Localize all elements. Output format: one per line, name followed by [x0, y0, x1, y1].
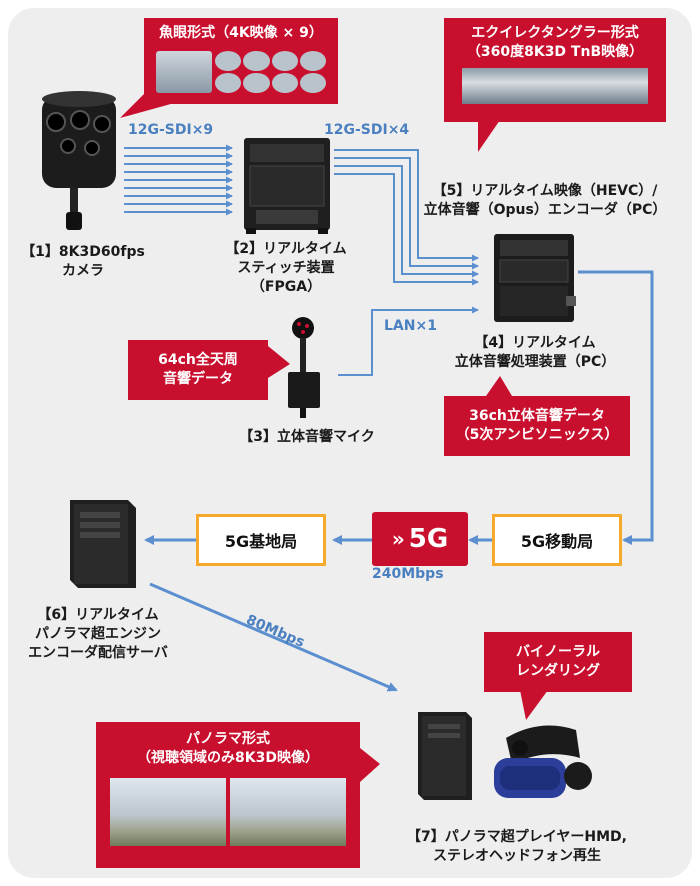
callout-panorama-line2: （視聴領域のみ8K3D映像）	[137, 750, 319, 766]
callout-binaural-line2: レンダリング	[516, 663, 600, 679]
player-label: 【7】パノラマ超プレイヤーHMD, ステレオヘッドフォン再生	[392, 828, 642, 866]
chevron-right-icon: »	[391, 527, 405, 551]
callout-audio36: 36ch立体音響データ （5次アンビソニックス）	[444, 396, 630, 456]
callout-fisheye: 魚眼形式（4K映像 × 9）	[144, 18, 338, 104]
callout-binaural-line1: バイノーラル	[516, 644, 600, 660]
rate240-label: 240Mbps	[372, 566, 444, 582]
audio-pc-label-line2: 立体音響処理装置（PC）	[454, 354, 616, 370]
callout-equirect-line2: （360度8K3D TnB映像）	[466, 44, 644, 60]
stitch-label: 【2】リアルタイム スティッチ装置 （FPGA）	[208, 240, 364, 297]
camera-label-line1: 【1】8K3D60fps	[21, 244, 145, 260]
sdi4-label: 12G-SDI×4	[324, 122, 410, 138]
callout-fisheye-line1: 魚眼形式（4K映像 × 9）	[159, 25, 323, 41]
stitch-label-line2: スティッチ装置	[237, 260, 335, 276]
lan-label: LAN×1	[384, 318, 437, 334]
callout-panorama-line1: パノラマ形式	[186, 731, 270, 747]
server-label-line3: エンコーダ配信サーバ	[28, 645, 168, 661]
fisheye-image-large	[156, 51, 212, 93]
camera-label: 【1】8K3D60fps カメラ	[10, 243, 156, 281]
encoder-label-line2: 立体音響（Opus）エンコーダ（PC）	[423, 202, 667, 218]
camera-label-line2: カメラ	[62, 263, 104, 279]
5g-logo: »5G	[372, 512, 468, 566]
callout-equirect-line1: エクイレクタングラー形式	[471, 25, 639, 41]
sdi4-lines	[334, 149, 479, 286]
server-label-line1: 【6】リアルタイム	[37, 607, 159, 623]
sdi9-label: 12G-SDI×9	[128, 122, 214, 138]
audio-pc-label-line1: 【4】リアルタイム	[474, 335, 596, 351]
callout-audio36-line2: （5次アンビソニックス）	[455, 427, 619, 443]
base-station-box: 5G基地局	[196, 514, 326, 566]
mobile-station-box: 5G移動局	[492, 514, 622, 566]
encoder-to-mobile	[578, 270, 654, 545]
stitch-label-line3: （FPGA）	[250, 279, 322, 295]
fisheye-thumbnails	[156, 51, 326, 93]
encoder-label-line1: 【5】リアルタイム映像（HEVC）/	[432, 183, 658, 199]
mic-label: 【3】立体音響マイク	[239, 429, 375, 445]
callout-equirect: エクイレクタングラー形式 （360度8K3D TnB映像）	[444, 18, 666, 122]
player-label-line2: ステレオヘッドフォン再生	[433, 848, 601, 864]
server-to-player	[149, 582, 398, 692]
5g-logo-text: 5G	[408, 524, 449, 554]
callout-mic-data-line1: 64ch全天周	[158, 352, 238, 368]
panorama-images	[110, 778, 346, 846]
stitch-label-line1: 【2】リアルタイム	[225, 241, 347, 257]
server-label-line2: パノラマ超エンジン	[35, 626, 161, 642]
callout-panorama: パノラマ形式 （視聴領域のみ8K3D映像）	[96, 722, 360, 868]
callout-mic-data-line2: 音響データ	[163, 371, 233, 387]
sdi9-lines	[124, 144, 233, 216]
audio-pc-label: 【4】リアルタイム 立体音響処理装置（PC）	[430, 334, 640, 372]
equirect-image	[462, 68, 648, 104]
encoder-label: 【5】リアルタイム映像（HEVC）/ 立体音響（Opus）エンコーダ（PC）	[400, 182, 690, 220]
server-label: 【6】リアルタイム パノラマ超エンジン エンコーダ配信サーバ	[10, 606, 186, 663]
player-label-line1: 【7】パノラマ超プレイヤーHMD,	[407, 829, 627, 845]
panorama-image-right	[230, 778, 346, 846]
lan-line	[338, 306, 479, 376]
callout-audio36-line1: 36ch立体音響データ	[469, 408, 605, 424]
callout-mic-data: 64ch全天周 音響データ	[128, 340, 268, 400]
panorama-image-left	[110, 778, 226, 846]
callout-binaural: バイノーラル レンダリング	[484, 632, 632, 692]
